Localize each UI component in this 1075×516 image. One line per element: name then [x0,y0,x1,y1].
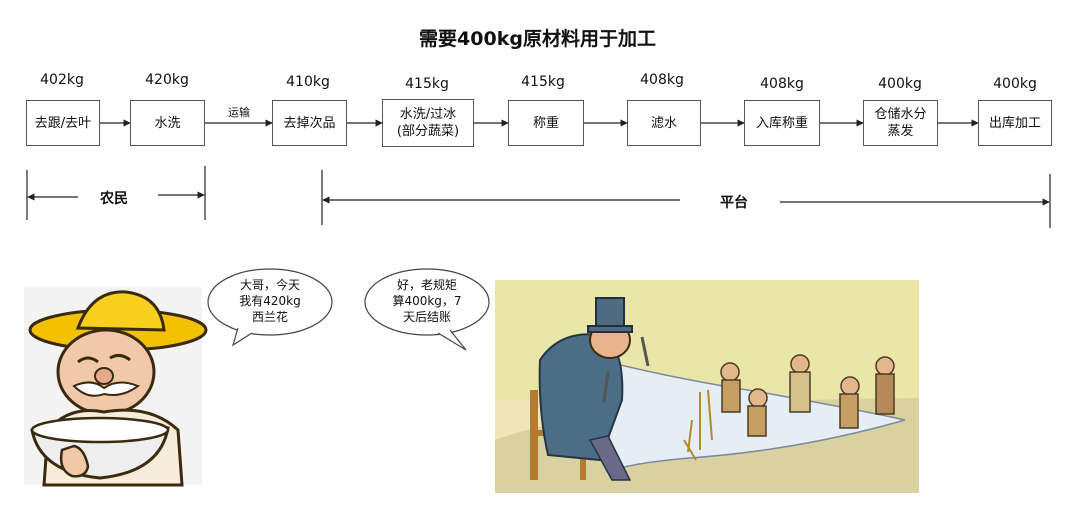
step-3-box: 去掉次品 [272,100,347,146]
platform-speech-bubble [364,268,490,351]
farmer-speech-bubble [207,268,333,347]
step-9-box: 出库加工 [978,100,1052,146]
step-4-box: 水洗/过冰 (部分蔬菜) [382,99,474,147]
transport-label: 运输 [228,106,250,119]
step-7-box: 入库称重 [744,100,820,146]
step-3-weight: 410kg [286,74,330,90]
step-4-weight: 415kg [405,76,449,92]
page-title: 需要400kg原材料用于加工 [419,28,656,50]
step-2-box: 水洗 [130,100,205,146]
step-6-weight: 408kg [640,72,684,88]
step-9-weight: 400kg [993,76,1037,92]
step-5-weight: 415kg [521,74,565,90]
step-2-weight: 420kg [145,72,189,88]
step-6-box: 滤水 [627,100,701,146]
step-8-weight: 400kg [878,76,922,92]
step-7-weight: 408kg [760,76,804,92]
farmer-label: 农民 [94,188,134,208]
step-1-box: 去跟/去叶 [26,100,100,146]
step-8-box: 仓储水分 蒸发 [863,100,938,146]
farmer-speech-text: 大哥，今天 我有420kg 西兰花 [239,278,301,324]
step-1-weight: 402kg [40,72,84,88]
step-5-box: 称重 [508,100,584,146]
platform-speech-text: 好，老规矩 算400kg，7 天后结账 [392,278,462,324]
platform-label: 平台 [714,192,754,212]
